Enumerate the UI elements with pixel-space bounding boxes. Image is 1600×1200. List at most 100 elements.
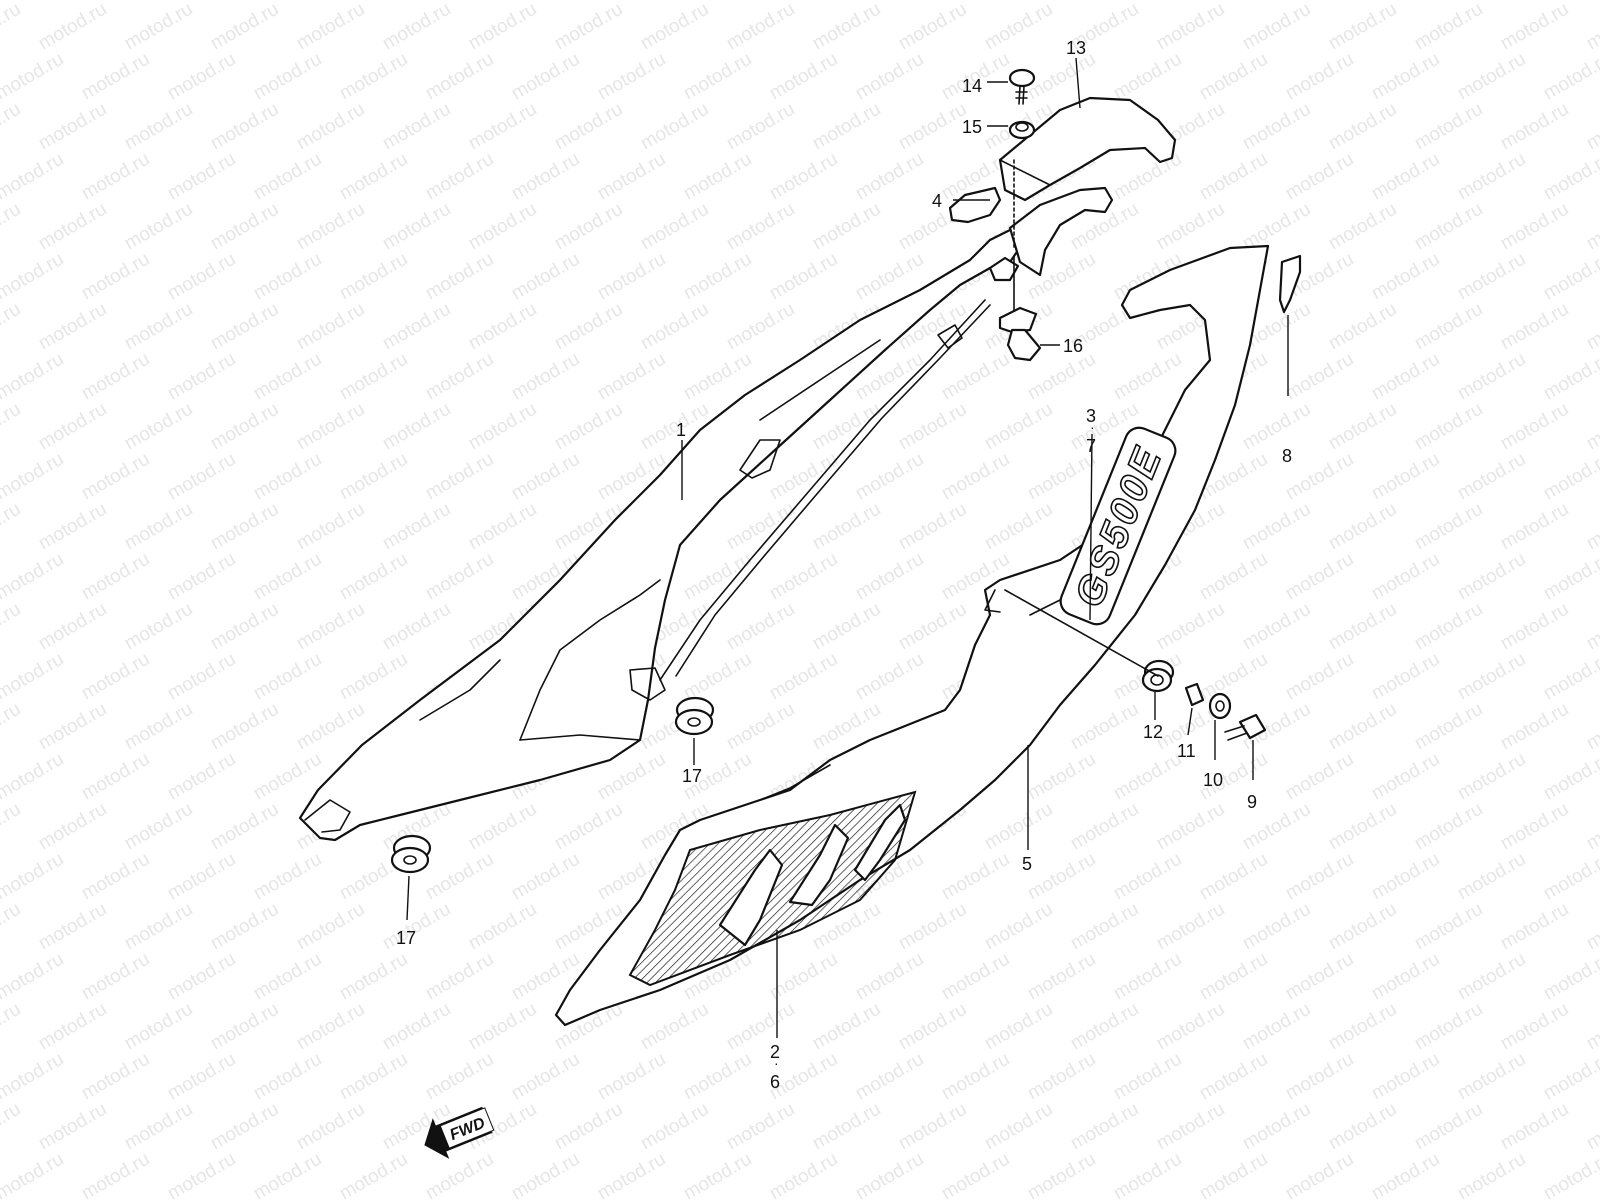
- watermark-text: motod.ru: [1497, 599, 1572, 655]
- watermark-text: motod.ru: [809, 0, 884, 54]
- callout-17-upper: 17: [682, 766, 702, 786]
- callout-9: 9: [1247, 792, 1257, 812]
- watermark-text: motod.ru: [0, 199, 24, 255]
- watermark-text: motod.ru: [0, 149, 67, 205]
- watermark-text: motod.ru: [78, 149, 153, 205]
- watermark-text: motod.ru: [723, 299, 798, 355]
- watermark-text: motod.ru: [164, 249, 239, 305]
- watermark-text: motod.ru: [422, 849, 497, 905]
- watermark-text: motod.ru: [207, 1099, 282, 1155]
- watermark-text: motod.ru: [121, 699, 196, 755]
- watermark-text: motod.ru: [1411, 999, 1486, 1055]
- watermark-text: motod.ru: [121, 1099, 196, 1155]
- watermark-text: motod.ru: [422, 349, 497, 405]
- watermark-text: motod.ru: [809, 599, 884, 655]
- watermark-text: motod.ru: [1583, 399, 1600, 455]
- watermark-text: motod.ru: [680, 1149, 755, 1200]
- watermark-text: motod.ru: [0, 49, 67, 105]
- watermark-text: motod.ru: [1196, 949, 1271, 1005]
- watermark-text: motod.ru: [895, 99, 970, 155]
- watermark-text: motod.ru: [1540, 349, 1600, 405]
- watermark-text: motod.ru: [551, 0, 626, 54]
- watermark-text: motod.ru: [0, 999, 24, 1055]
- watermark-text: motod.ru: [1411, 499, 1486, 555]
- watermark-text: motod.ru: [250, 249, 325, 305]
- watermark-text: motod.ru: [250, 1149, 325, 1200]
- watermark-text: motod.ru: [35, 0, 110, 54]
- watermark-text: motod.ru: [508, 1149, 583, 1200]
- watermark-text: motod.ru: [1411, 199, 1486, 255]
- watermark-text: motod.ru: [1368, 49, 1443, 105]
- watermark-text: motod.ru: [1540, 749, 1600, 805]
- watermark-text: motod.ru: [938, 1149, 1013, 1200]
- watermark-text: motod.ru: [1497, 699, 1572, 755]
- watermark-text: motod.ru: [293, 0, 368, 54]
- watermark-text: motod.ru: [1325, 1099, 1400, 1155]
- watermark-text: motod.ru: [1196, 549, 1271, 605]
- watermark-text: motod.ru: [1454, 949, 1529, 1005]
- watermark-text: motod.ru: [1239, 99, 1314, 155]
- watermark-text: motod.ru: [0, 399, 24, 455]
- watermark-text: motod.ru: [1540, 449, 1600, 505]
- trim-part-8: [1278, 254, 1302, 314]
- callout-14: 14: [962, 76, 982, 96]
- watermark-text: motod.ru: [164, 49, 239, 105]
- grommet-part-12: [1141, 659, 1175, 693]
- watermark-text: motod.ru: [938, 349, 1013, 405]
- watermark-text: motod.ru: [1282, 1049, 1357, 1105]
- watermark-text: motod.ru: [809, 499, 884, 555]
- watermark-text: motod.ru: [1024, 949, 1099, 1005]
- watermark-text: motod.ru: [766, 549, 841, 605]
- watermark-text: motod.ru: [1110, 349, 1185, 405]
- watermark-text: motod.ru: [551, 299, 626, 355]
- watermark-text: motod.ru: [465, 299, 540, 355]
- watermark-text: motod.ru: [1583, 999, 1600, 1055]
- watermark-text: motod.ru: [121, 899, 196, 955]
- watermark-text: motod.ru: [637, 1099, 712, 1155]
- watermark-text: motod.ru: [293, 699, 368, 755]
- watermark-text: motod.ru: [895, 999, 970, 1055]
- watermark-text: motod.ru: [1540, 849, 1600, 905]
- watermark-text: motod.ru: [379, 599, 454, 655]
- screw-part-14: [1008, 68, 1036, 105]
- watermark-text: motod.ru: [1325, 199, 1400, 255]
- watermark-text: motod.ru: [809, 199, 884, 255]
- watermark-text: motod.ru: [164, 1149, 239, 1200]
- watermark-text: motod.ru: [1196, 849, 1271, 905]
- watermark-text: motod.ru: [1583, 1099, 1600, 1155]
- watermark-text: motod.ru: [1325, 599, 1400, 655]
- collar-part-11: [1184, 682, 1205, 707]
- watermark-text: motod.ru: [35, 499, 110, 555]
- rear-bracket: [988, 96, 1177, 334]
- watermark-text: motod.ru: [293, 199, 368, 255]
- callout-6: 6: [770, 1072, 780, 1092]
- clip-part-4: [948, 186, 1002, 224]
- watermark-text: motod.ru: [0, 349, 67, 405]
- watermark-text: motod.ru: [250, 149, 325, 205]
- watermark-text: motod.ru: [1368, 949, 1443, 1005]
- watermark-text: motod.ru: [1024, 349, 1099, 405]
- callout-7: 7: [1086, 436, 1096, 456]
- watermark-text: motod.ru: [164, 1049, 239, 1105]
- watermark-text: motod.ru: [508, 49, 583, 105]
- watermark-text: motod.ru: [1282, 449, 1357, 505]
- watermark-text: motod.ru: [422, 49, 497, 105]
- callout-10: 10: [1203, 770, 1223, 790]
- watermark-text: motod.ru: [680, 1049, 755, 1105]
- watermark-text: motod.ru: [1024, 849, 1099, 905]
- watermark-text: motod.ru: [0, 99, 24, 155]
- watermark-text: motod.ru: [422, 549, 497, 605]
- watermark-text: motod.ru: [35, 699, 110, 755]
- watermark-text: motod.ru: [35, 1099, 110, 1155]
- watermark-text: motod.ru: [1196, 49, 1271, 105]
- watermark-text: motod.ru: [1325, 999, 1400, 1055]
- watermark-text: motod.ru: [1368, 649, 1443, 705]
- watermark-text: motod.ru: [1583, 799, 1600, 855]
- watermark-text: motod.ru: [422, 149, 497, 205]
- watermark-text: motod.ru: [1239, 399, 1314, 455]
- watermark-text: motod.ru: [1497, 1099, 1572, 1155]
- watermark-text: motod.ru: [981, 1099, 1056, 1155]
- watermark-text: motod.ru: [121, 0, 196, 54]
- watermark-text: motod.ru: [594, 49, 669, 105]
